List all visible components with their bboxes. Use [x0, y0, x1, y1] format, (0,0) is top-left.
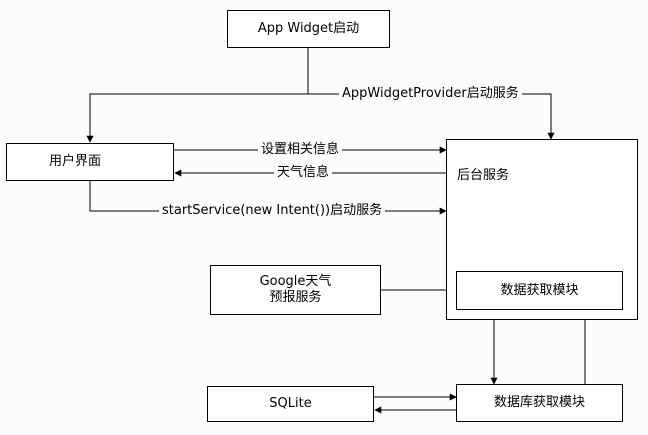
node-db-fetch-module: 数据库获取模块: [456, 384, 623, 422]
node-db-fetch-module-label: 数据库获取模块: [493, 395, 585, 410]
node-app-widget-start: App Widget启动: [227, 10, 390, 48]
node-app-widget-start-label: App Widget启动: [257, 21, 360, 36]
edge-label-set-info: 设置相关信息: [258, 142, 343, 158]
node-user-interface-label: 用户界面: [49, 154, 102, 169]
edge-appwidget-to-ui: [86, 93, 308, 143]
node-google-weather-line2: 预报服务: [269, 290, 322, 305]
node-google-weather-line1: Google天气: [259, 274, 332, 289]
edge-label-weather-info: 天气信息: [274, 165, 333, 181]
node-data-fetch-module: 数据获取模块: [456, 271, 623, 310]
node-sqlite: SQLite: [207, 386, 374, 422]
node-data-fetch-module-label: 数据获取模块: [500, 282, 579, 298]
node-user-interface: 用户界面: [6, 143, 174, 181]
edge-label-start-service: startService(new Intent())启动服务: [159, 203, 386, 219]
node-sqlite-label: SQLite: [269, 396, 312, 411]
node-background-service-label: 后台服务: [457, 168, 510, 183]
node-google-weather: Google天气 预报服务: [210, 265, 381, 315]
edge-label-provider-start: AppWidgetProvider启动服务: [339, 86, 522, 102]
